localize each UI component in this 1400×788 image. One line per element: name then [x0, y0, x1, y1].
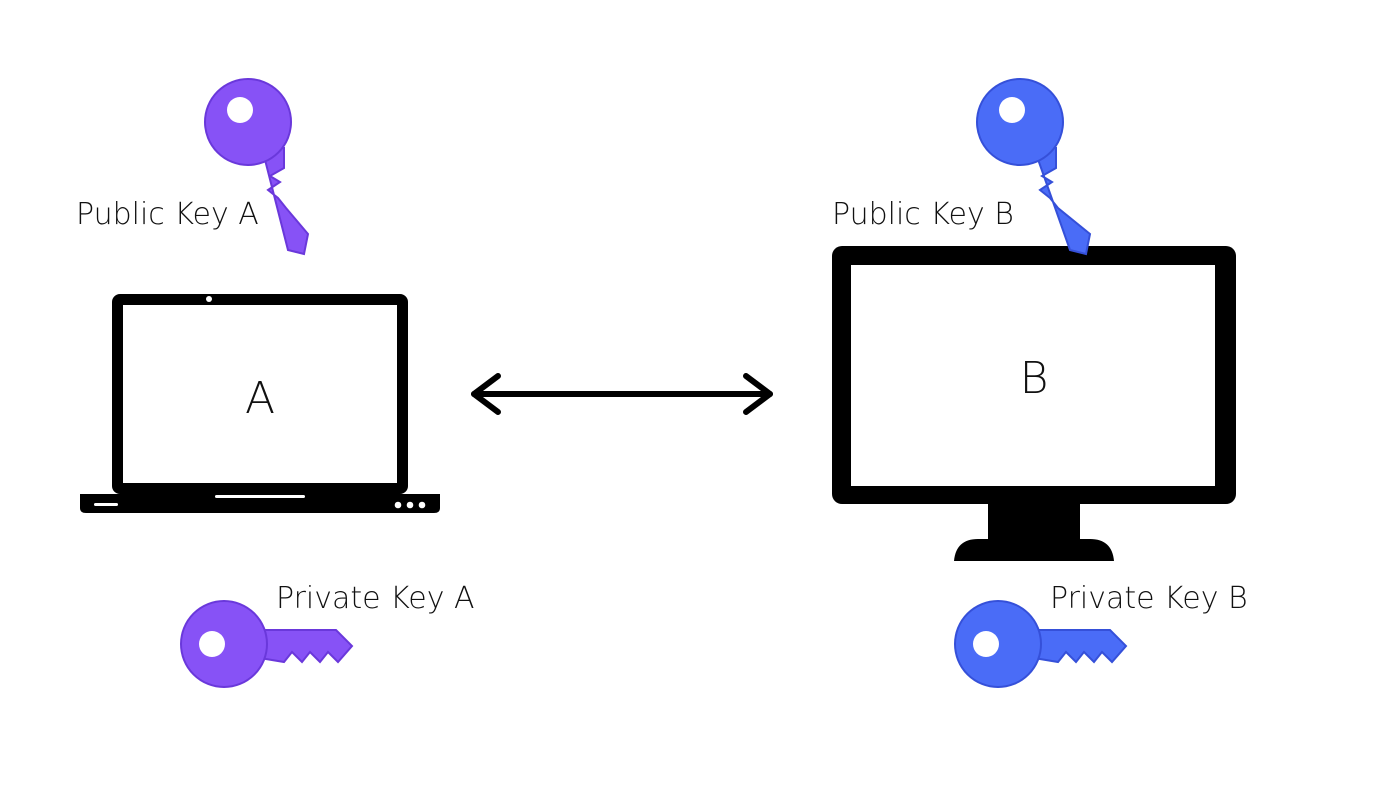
private-key-a: Private Key A [180, 581, 475, 688]
device-a-screen-label: A [245, 373, 275, 424]
public-key-a-label: Public Key A [76, 197, 259, 232]
private-key-b-label: Private Key B [1050, 581, 1248, 616]
public-key-b: Public Key B [832, 78, 1092, 256]
key-icon [954, 600, 1128, 688]
key-icon [976, 78, 1092, 256]
key-icon [204, 78, 310, 256]
device-b-monitor: B [832, 246, 1236, 561]
monitor-icon [832, 246, 1236, 561]
device-a-laptop: A [80, 294, 440, 513]
double-arrow-icon [471, 373, 773, 415]
public-key-a: Public Key A [76, 78, 310, 256]
device-b-screen-label: B [1020, 353, 1049, 404]
laptop-icon [80, 294, 440, 513]
key-icon [180, 600, 354, 688]
private-key-a-label: Private Key A [276, 581, 475, 616]
private-key-b: Private Key B [954, 581, 1248, 688]
public-key-b-label: Public Key B [832, 197, 1014, 232]
